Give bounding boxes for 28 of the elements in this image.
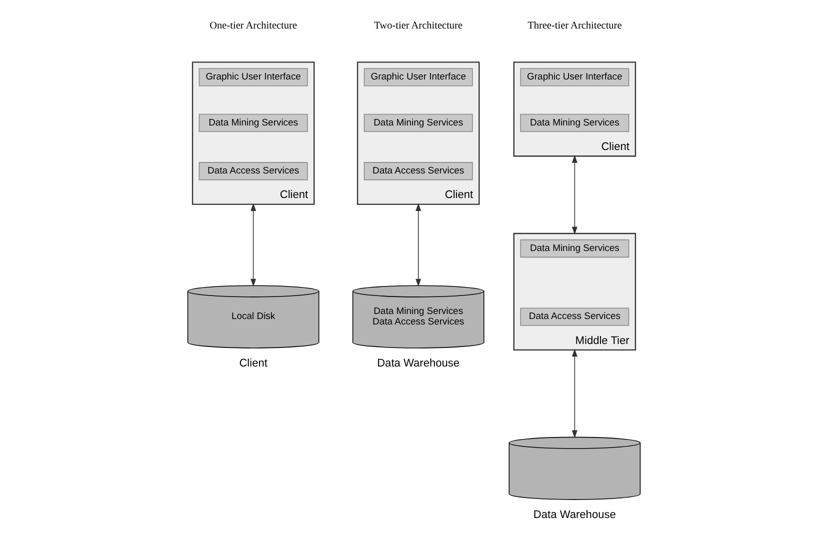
node-box: Data Mining Services [520, 239, 630, 258]
cluster [356, 62, 480, 205]
label: Two-tier Architecture [374, 20, 463, 32]
cluster [192, 62, 315, 205]
arrow [416, 203, 422, 287]
node-box: Data Access Services [198, 162, 308, 180]
arrow [250, 203, 256, 287]
node-box: Data Mining Services [364, 114, 473, 132]
arrow [572, 348, 578, 438]
cluster [513, 232, 636, 351]
node-box: Graphic User Interface [520, 68, 630, 86]
cluster [513, 62, 636, 157]
node-box: Graphic User Interface [198, 68, 308, 86]
node-label: Client [601, 140, 630, 153]
node-box: Graphic User Interface [364, 68, 473, 86]
node-box: Data Access Services [364, 162, 473, 180]
node-box: Data Mining Services [198, 114, 308, 132]
node-label: Client [280, 189, 308, 202]
node-label: Client [239, 357, 268, 370]
node-label: Data Warehouse [533, 508, 616, 521]
node-label: Middle Tier [575, 334, 630, 347]
node-label: Client [444, 189, 474, 202]
node-label: Data Warehouse [377, 357, 460, 370]
arrow [572, 154, 578, 235]
label: One-tier Architecture [210, 20, 298, 32]
label: Three-tier Architecture [528, 20, 622, 32]
node-box: Data Mining Services [520, 114, 630, 132]
node-box: Data Access Services [520, 308, 630, 326]
